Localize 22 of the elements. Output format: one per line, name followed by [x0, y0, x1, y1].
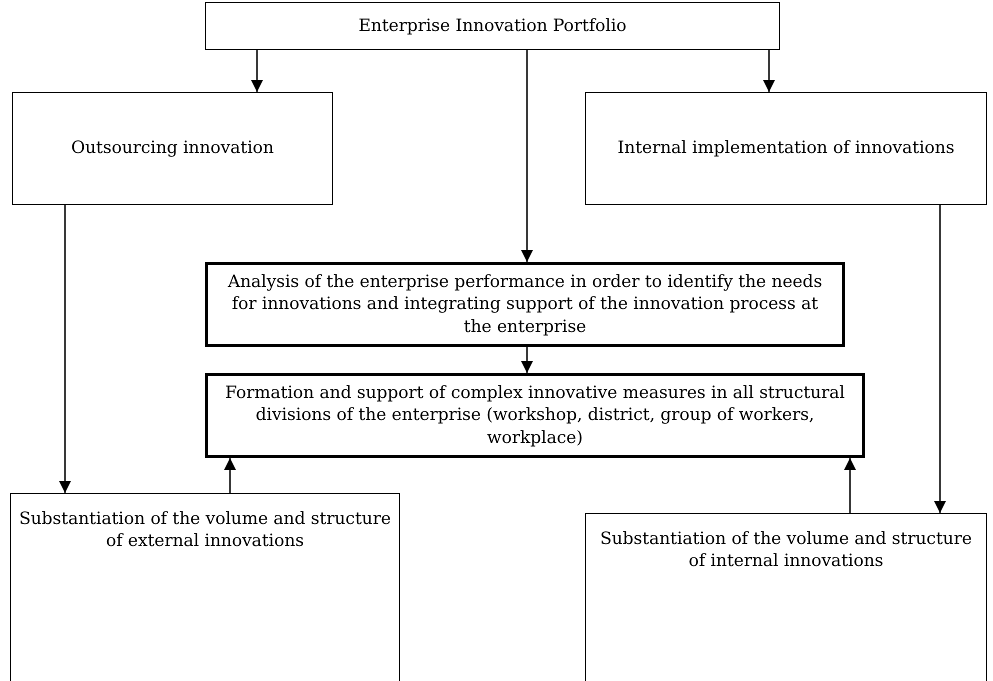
arrow	[844, 458, 856, 513]
arrow	[251, 50, 263, 92]
arrow	[934, 205, 946, 513]
process-box	[205, 373, 865, 458]
box-text: Substantiation of the volume and structure of external innovations	[19, 508, 391, 552]
arrow	[763, 50, 775, 92]
arrow	[224, 458, 236, 493]
process-box	[12, 92, 333, 205]
process-box	[205, 262, 845, 347]
box-text: Substantiation of the volume and structure of internal innovations	[599, 528, 973, 572]
process-box	[205, 2, 780, 50]
process-box	[10, 493, 400, 681]
arrow	[59, 205, 71, 493]
arrow	[521, 347, 533, 373]
box-text: Internal implementation of innovations	[618, 137, 954, 160]
box-text: Enterprise Innovation Portfolio	[358, 14, 627, 38]
box-text: Outsourcing innovation	[71, 137, 274, 160]
box-text: Formation and support of complex innovative measures in all structural divisions of the enterprise (workshop, district, group of workers, workplace)	[224, 382, 846, 449]
process-box	[585, 92, 987, 205]
arrow	[521, 50, 533, 262]
process-box	[585, 513, 987, 681]
box-text: Analysis of the enterprise performance in order to identify the needs for innovations and integrating support of the innovation process at the enterprise	[226, 271, 824, 338]
